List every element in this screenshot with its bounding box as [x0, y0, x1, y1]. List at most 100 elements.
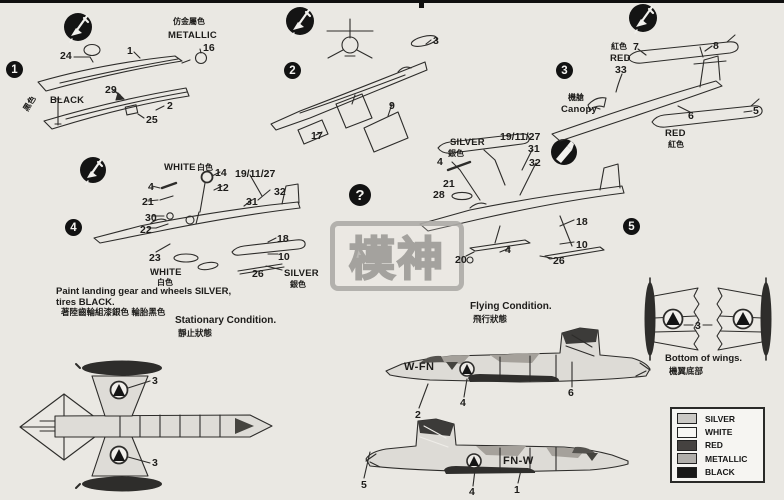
conditions-label: 靜止狀態: [178, 328, 213, 338]
step4_caption-label: 著陸齒輪組漆銀色 輪胎黑色: [61, 307, 166, 317]
step_unknown_parts-label: 20: [455, 254, 467, 266]
step5_labels-label: 3: [695, 320, 701, 332]
watermark-text: 模神: [348, 232, 445, 286]
step3_colors-label: Canopy: [561, 104, 598, 115]
step3_colors-label: 紅色: [611, 42, 627, 51]
step3-drawing: [551, 34, 763, 142]
legend-row: BLACK: [677, 466, 760, 479]
step4_colors-label: WHITE: [164, 162, 196, 173]
flying_plane_labels-label: 2: [415, 409, 421, 421]
paintbrush-icon: [629, 4, 657, 34]
legend-row: METALLIC: [677, 452, 760, 465]
step1_parts-label: 16: [203, 42, 215, 54]
step4_parts-label: 4: [148, 181, 154, 193]
conditions-label: 飛行狀態: [473, 314, 508, 324]
aircraft_codes-label: W-FN: [404, 361, 435, 373]
step4_parts-label: 19/11/27: [235, 168, 276, 180]
aircraft_codes-label: FN-W: [503, 455, 534, 467]
legend-label: METALLIC: [705, 453, 748, 464]
step2_parts-label: 3: [433, 35, 439, 47]
step4_parts-label: 26: [252, 268, 264, 280]
step5_labels-label: Bottom of wings.: [665, 353, 743, 364]
step5-wings-drawing: [644, 277, 772, 361]
paintbrush-icon: [64, 13, 92, 43]
paintbrush-icon: [80, 157, 106, 185]
legend-row: RED: [677, 439, 760, 452]
step_unknown_parts-label: 32: [529, 157, 541, 169]
step_unknown_parts-label: 18: [576, 216, 588, 228]
legend-swatch: [677, 413, 697, 425]
step1_parts-label: 24: [60, 50, 72, 62]
step3_colors-label: 機艙: [568, 93, 584, 102]
step4_colors-label: 白色: [157, 278, 173, 287]
step_unknown_parts-label: 26: [553, 255, 565, 267]
flying_plane_labels-label: 4: [460, 397, 466, 409]
step4-drawing: [93, 170, 306, 275]
bottom_plane_labels-label: 1: [514, 484, 520, 496]
topview_labels-label: 3: [152, 457, 158, 469]
step4_colors-label: SILVER: [284, 268, 319, 279]
step3_parts-label: 8: [713, 40, 719, 52]
step-3-number: 3: [556, 62, 573, 79]
step3_colors-label: RED: [610, 53, 631, 64]
flying-plane-drawing: [385, 327, 651, 409]
step3_parts-label: 33: [615, 64, 627, 76]
step-4-number: 4: [65, 219, 82, 236]
legend-row: SILVER: [677, 412, 760, 425]
step5_labels-label: 機翼底部: [669, 366, 704, 376]
step4_parts-label: 14: [215, 167, 227, 179]
step2_parts-label: 17: [311, 130, 323, 142]
legend-row: WHITE: [677, 425, 760, 438]
flying_plane_labels-label: 6: [568, 387, 574, 399]
step1_parts-label: 2: [167, 100, 173, 112]
conditions-label: Stationary Condition.: [175, 315, 277, 326]
step1_colors-label: 仿金屬色: [173, 17, 205, 26]
legend-label: RED: [705, 440, 723, 451]
step-2-number: 2: [284, 62, 301, 79]
step_unknown_parts-label: 31: [528, 143, 540, 155]
step4_parts-label: 18: [277, 233, 289, 245]
step4_colors-label: 白色: [197, 163, 213, 172]
step_unknown_parts-label: 10: [576, 239, 588, 251]
step1-drawing: [37, 43, 208, 130]
topview_labels-label: 3: [152, 375, 158, 387]
step4_parts-label: 32: [274, 186, 286, 198]
bottom_plane_labels-label: 4: [469, 486, 475, 498]
step_unknown_parts-label: 21: [443, 178, 455, 190]
step4_parts-label: 21: [142, 196, 154, 208]
step1_parts-label: 1: [127, 45, 133, 57]
step3_parts-label: 5: [753, 105, 759, 117]
step_unknown_parts-label: 4: [437, 156, 443, 168]
step2-drawing: [270, 18, 438, 153]
step4_caption-label: Paint landing gear and wheels SILVER,: [56, 286, 232, 297]
legend-swatch: [677, 453, 697, 465]
step3_parts-label: 7: [633, 41, 639, 53]
legend-swatch: [677, 426, 697, 438]
step4_caption-label: tires BLACK.: [56, 297, 115, 308]
step_unknown_colors-label: SILVER: [450, 137, 485, 148]
step4_colors-label: WHITE: [150, 267, 182, 278]
glue-icon: [551, 139, 577, 165]
step1_colors-label: METALLIC: [168, 30, 217, 41]
step-1-number: 1: [6, 61, 23, 78]
sheet-top-border: [0, 0, 784, 3]
step_unknown_parts-label: 28: [433, 189, 445, 201]
step4_parts-label: 31: [246, 196, 258, 208]
step4_parts-label: 10: [278, 251, 290, 263]
legend-label: SILVER: [705, 413, 736, 424]
step4_parts-label: 23: [149, 252, 161, 264]
step3_parts-label: 6: [688, 110, 694, 122]
step_unknown_parts-label: 19/11/27: [500, 131, 541, 143]
step_unknown_colors-label: 銀色: [448, 149, 464, 158]
legend-swatch: [677, 439, 697, 451]
step-5-number: 5: [623, 218, 640, 235]
step4_parts-label: 12: [217, 182, 229, 194]
legend-label: BLACK: [705, 467, 735, 478]
scan-mark: [419, 0, 424, 8]
step3_colors-label: RED: [665, 128, 686, 139]
bottom-plane-drawing: [363, 418, 629, 487]
paintbrush-icon: [286, 7, 314, 37]
